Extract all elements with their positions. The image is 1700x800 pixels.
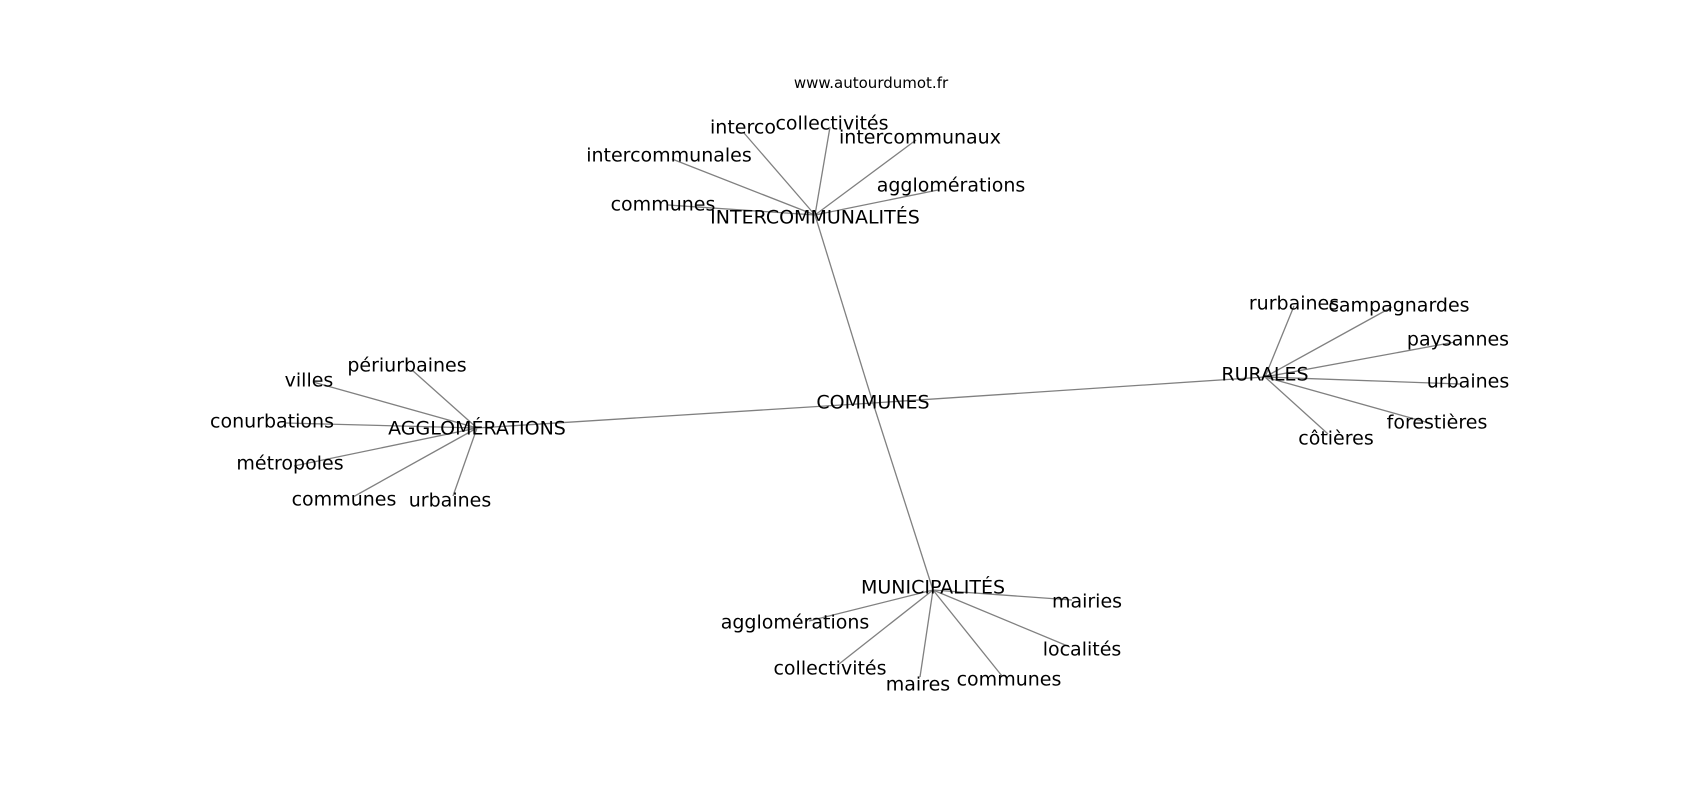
edge-hub-to-leaf xyxy=(814,126,831,216)
hub-node-label: RURALES xyxy=(1221,364,1308,386)
root-node-label: COMMUNES xyxy=(816,392,929,414)
edges-layer xyxy=(284,126,1461,678)
edge-hub-to-leaf xyxy=(452,427,478,497)
edge-root-to-hub xyxy=(872,376,1266,404)
edge-hub-to-leaf xyxy=(808,589,934,622)
leaf-node-label: agglomérations xyxy=(721,612,870,634)
source-label: www.autourdumot.fr xyxy=(794,74,949,92)
leaf-node-label: paysannes xyxy=(1407,329,1509,351)
leaf-node-label: communes xyxy=(611,194,716,216)
leaf-node-label: urbaines xyxy=(409,490,491,512)
leaf-node-label: campagnardes xyxy=(1328,295,1469,317)
leaf-node-label: côtières xyxy=(1298,428,1373,450)
leaf-node-label: collectivités xyxy=(775,113,888,135)
edge-hub-to-leaf xyxy=(1264,306,1393,378)
leaf-node-label: forestières xyxy=(1387,412,1488,434)
leaf-node-label: interco xyxy=(710,117,776,139)
edge-hub-to-leaf xyxy=(1264,341,1456,378)
edge-hub-to-leaf xyxy=(1264,376,1430,424)
edge-hub-to-leaf xyxy=(1264,376,1329,435)
leaf-node-label: collectivités xyxy=(773,658,886,680)
edge-hub-to-leaf xyxy=(671,158,816,216)
hub-node-label: AGGLOMÉRATIONS xyxy=(388,417,566,440)
leaf-node-label: intercommunaux xyxy=(839,127,1001,149)
edge-hub-to-leaf xyxy=(932,589,1071,648)
edge-hub-to-leaf xyxy=(1264,376,1461,385)
edge-root-to-hub xyxy=(814,214,874,404)
hub-node-label: INTERCOMMUNALITÉS xyxy=(710,206,920,229)
edge-hub-to-leaf xyxy=(284,422,478,429)
leaf-node-label: maires xyxy=(886,674,950,696)
edge-hub-to-leaf xyxy=(743,132,816,216)
edge-hub-to-leaf xyxy=(838,589,934,665)
hub-node-label: MUNICIPALITÉS xyxy=(861,576,1005,599)
edge-hub-to-leaf xyxy=(312,381,478,429)
edge-root-to-hub xyxy=(872,402,934,591)
leaf-node-label: conurbations xyxy=(210,411,334,433)
edge-hub-to-leaf xyxy=(1264,305,1295,378)
leaf-node-label: rurbaines xyxy=(1249,293,1339,315)
leaf-node-label: communes xyxy=(292,489,397,511)
leaf-node-label: localités xyxy=(1043,639,1122,661)
leaf-node-label: villes xyxy=(285,370,334,392)
edge-hub-to-leaf xyxy=(814,189,939,216)
edge-root-to-hub xyxy=(476,402,874,429)
leaf-node-label: périurbaines xyxy=(347,355,466,377)
edge-hub-to-leaf xyxy=(814,139,917,216)
leaf-node-label: intercommunales xyxy=(586,145,752,167)
edge-hub-to-leaf xyxy=(411,369,478,429)
edge-hub-to-leaf xyxy=(352,427,478,498)
leaf-node-label: mairies xyxy=(1052,591,1122,613)
edge-hub-to-leaf xyxy=(667,204,816,216)
leaf-node-label: communes xyxy=(957,669,1062,691)
edge-hub-to-leaf xyxy=(932,589,1073,601)
edge-hub-to-leaf xyxy=(293,427,478,467)
edge-hub-to-leaf xyxy=(919,589,934,678)
leaf-node-label: métropoles xyxy=(236,453,343,475)
leaf-node-label: urbaines xyxy=(1427,371,1509,393)
edge-hub-to-leaf xyxy=(932,589,1003,677)
leaf-node-label: agglomérations xyxy=(877,175,1026,197)
